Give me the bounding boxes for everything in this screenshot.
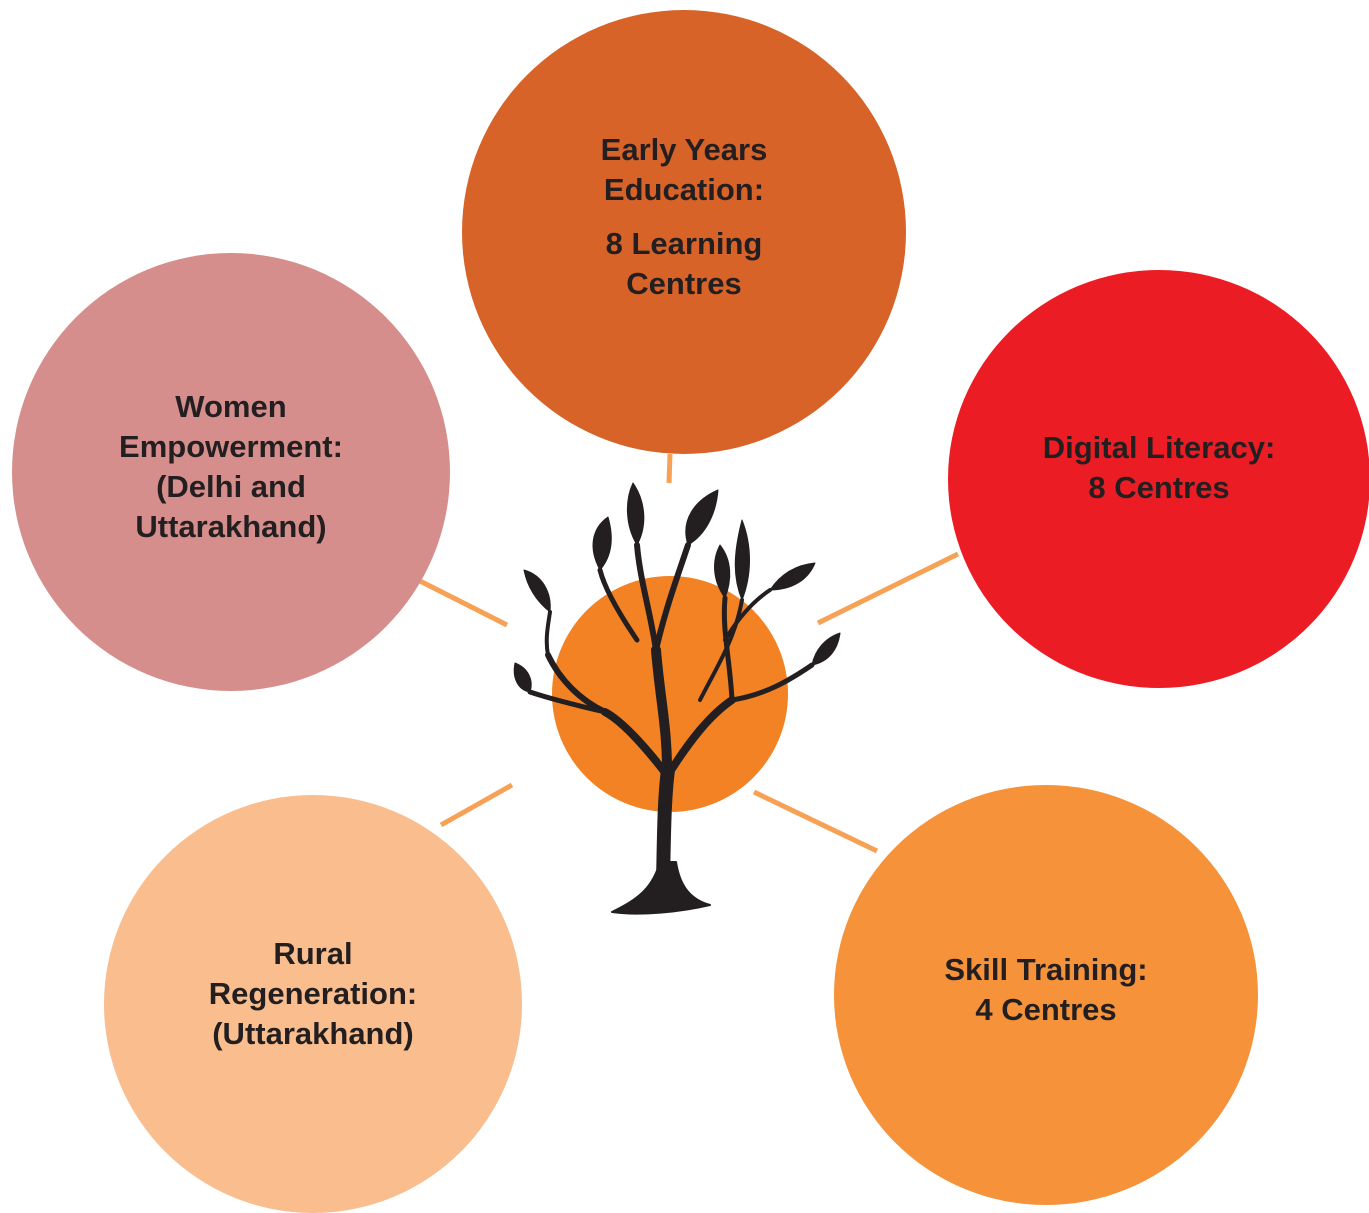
node-early-years-label: Early Years Education: 8 Learning Centre…: [601, 130, 768, 334]
node-text-line: Rural: [273, 936, 353, 971]
node-skill-training: Skill Training: 4 Centres: [834, 785, 1258, 1205]
node-skill-label: Skill Training: 4 Centres: [944, 950, 1147, 1040]
node-women-label: Women Empowerment: (Delhi and Uttarakhan…: [119, 387, 343, 557]
node-text-line: (Delhi and: [156, 469, 306, 504]
node-text-line: Education:: [603, 172, 765, 207]
node-text-line: Empowerment:: [119, 429, 343, 464]
tree-icon: [513, 482, 841, 915]
node-digital-literacy: Digital Literacy: 8 Centres: [948, 270, 1369, 688]
node-text-line: Women: [175, 389, 287, 424]
node-rural-regeneration: Rural Regeneration: (Uttarakhand): [104, 795, 522, 1213]
connector-lines: [414, 453, 960, 854]
node-rural-label: Rural Regeneration: (Uttarakhand): [209, 934, 417, 1074]
node-text-line: Digital Literacy:: [1042, 430, 1276, 465]
node-early-years-education: Early Years Education: 8 Learning Centre…: [462, 10, 906, 454]
node-text-line: 8 Centres: [1088, 470, 1230, 505]
node-text-line: (Uttarakhand): [212, 1016, 414, 1051]
connector-early-years: [666, 453, 673, 484]
connector-skill: [752, 789, 879, 854]
node-text-line: Centres: [626, 266, 742, 301]
node-text-line: Early Years: [600, 132, 768, 167]
node-text-line: Skill Training:: [944, 952, 1148, 987]
node-text-line: 8 Learning: [605, 226, 763, 261]
node-digital-label: Digital Literacy: 8 Centres: [1043, 428, 1276, 530]
connector-women: [414, 576, 509, 628]
connector-rural: [439, 782, 514, 828]
node-women-empowerment: Women Empowerment: (Delhi and Uttarakhan…: [12, 253, 450, 691]
connector-digital: [816, 551, 960, 626]
node-text-line: Uttarakhand): [135, 509, 327, 544]
node-text-line: Regeneration:: [208, 976, 418, 1011]
node-text-line: 4 Centres: [975, 992, 1117, 1027]
